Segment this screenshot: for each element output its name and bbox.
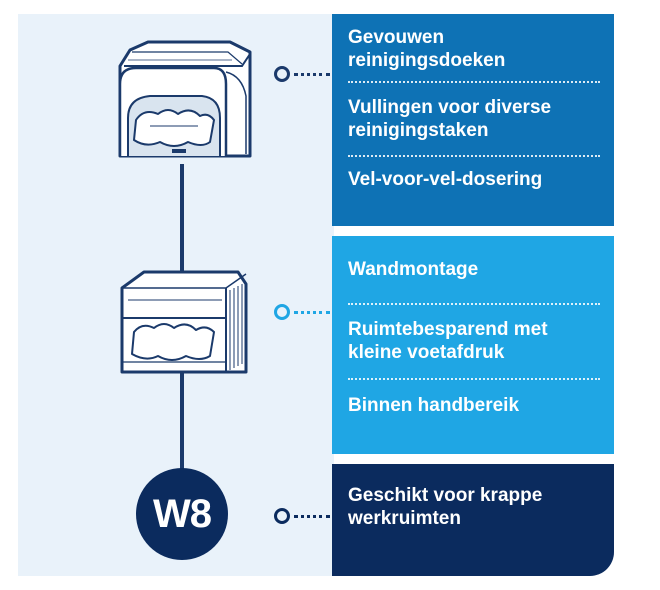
feature-item: Wandmontage	[348, 259, 479, 280]
open-dispenser-icon	[114, 266, 254, 382]
separator	[348, 155, 600, 157]
feature-panel-2: Wandmontage Ruimtebesparend met kleine v…	[332, 236, 614, 454]
infographic: W8 Gevouwen reinigingsdoeken Vullingen v…	[18, 14, 614, 576]
connector-3	[274, 508, 330, 524]
connector-ring-icon	[274, 508, 290, 524]
feature-item: Gevouwen reinigingsdoeken	[348, 27, 506, 71]
connector-dots	[294, 514, 330, 518]
feature-item: Ruimtebesparend met kleine voetafdruk	[348, 319, 548, 363]
connector-2	[274, 304, 330, 320]
w8-badge: W8	[136, 468, 228, 560]
separator	[348, 378, 600, 380]
feature-panel-3: Geschikt voor krappe werkruimten	[332, 464, 614, 576]
connector-ring-icon	[274, 66, 290, 82]
closed-dispenser-icon	[110, 36, 260, 166]
feature-item: Vel-voor-vel-dosering	[348, 169, 543, 190]
separator	[348, 81, 600, 83]
badge-label: W8	[153, 491, 212, 536]
connector-dots	[294, 310, 330, 314]
feature-item: Geschikt voor krappe werkruimten	[348, 485, 543, 529]
connector-dots	[294, 72, 330, 76]
separator	[348, 303, 600, 305]
connector-1	[274, 66, 330, 82]
feature-item: Binnen handbereik	[348, 395, 520, 416]
feature-item: Vullingen voor diverse reinigingstaken	[348, 97, 552, 141]
feature-panel-1: Gevouwen reinigingsdoeken Vullingen voor…	[332, 14, 614, 226]
connector-ring-icon	[274, 304, 290, 320]
